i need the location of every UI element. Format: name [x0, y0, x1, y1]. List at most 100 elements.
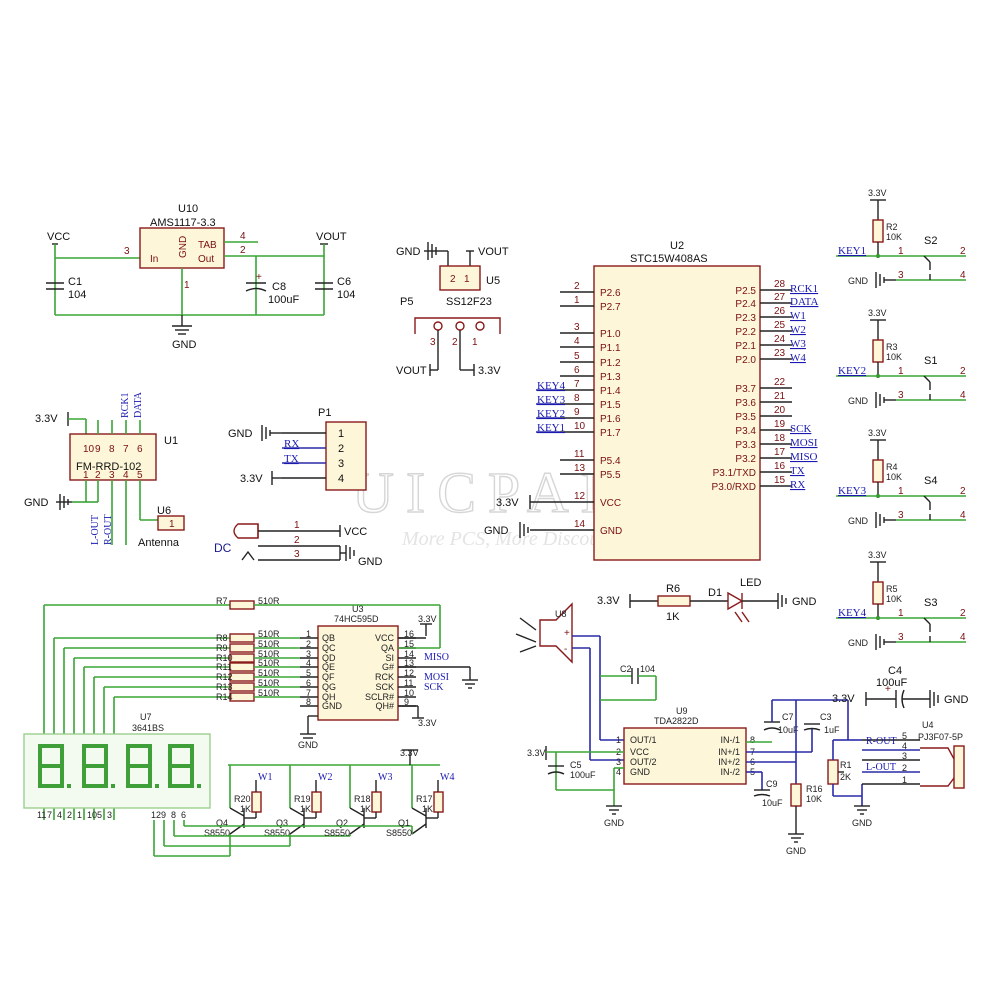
key-pin-c: 3 [898, 632, 904, 643]
u2-pin-num: 14 [574, 519, 586, 530]
r7-resistor[interactable] [229, 600, 255, 610]
segment-resistor[interactable] [229, 633, 255, 643]
segment-resistor[interactable] [229, 682, 255, 692]
p1-net-label: RX [284, 438, 299, 450]
u1-radio-module[interactable] [69, 433, 157, 481]
c6-value: 104 [337, 289, 355, 301]
digit-segment [38, 766, 42, 788]
u2-pin-name: P3.0/RXD [712, 482, 756, 493]
u5-pin1: 1 [464, 274, 470, 285]
u1-gnd-net: GND [24, 497, 49, 509]
u2-net-label: W1 [790, 310, 806, 322]
r1-potentiometer[interactable] [827, 759, 839, 785]
u2-pin-name: P2.1 [735, 341, 756, 352]
u3-pin-name: QE [322, 662, 335, 672]
u9-pin-name: GND [630, 767, 651, 777]
u9-amplifier[interactable] [623, 727, 747, 785]
u1-bottom-pin: 4 [123, 470, 129, 481]
driver-resistor-value: 1K [240, 804, 251, 814]
key-pullup-resistor [872, 339, 884, 363]
u3-shift-register[interactable] [317, 625, 399, 721]
p5-pin1: 1 [472, 337, 478, 348]
segment-resistor[interactable] [229, 672, 255, 682]
driver-transistor-ref: Q4 [216, 818, 228, 828]
u2-pin-num: 21 [774, 391, 786, 402]
segment-resistor-value: 510R [258, 649, 280, 659]
u2-pin-name: GND [600, 526, 622, 537]
c3-value: 1uF [824, 725, 840, 735]
u2-net-label: KEY4 [537, 380, 566, 392]
c8-ref: C8 [272, 281, 286, 293]
c5-value: 100uF [570, 770, 596, 780]
u3-pin-num: 12 [404, 668, 414, 678]
dc-label: DC [214, 541, 232, 555]
driver-base-resistor [433, 791, 444, 813]
u3-pin-name: G# [382, 662, 394, 672]
led-3v3-net: 3.3V [597, 595, 620, 607]
r7-ref: R7 [216, 596, 228, 606]
u2-pin-num: 28 [774, 279, 786, 290]
digit-driver-section: 3.3VW1R201KQ4S8550W2R191KQ3S8550W3R181KQ… [154, 748, 454, 857]
u10-ref: U10 [178, 203, 198, 215]
display-pin: 1 [77, 810, 82, 820]
r6-resistor[interactable] [657, 595, 691, 607]
key-resistor-ref: R4 [886, 462, 898, 472]
digit-segment [60, 744, 64, 766]
segment-resistor-ref: R10 [216, 653, 233, 663]
d1-led[interactable] [727, 591, 744, 611]
driver-transistor-part: S8550 [386, 828, 412, 838]
u3-pin-num: 16 [404, 629, 414, 639]
u2-pin-num: 12 [574, 491, 586, 502]
key-resistor-value: 10K [886, 594, 902, 604]
driver-base-resistor [311, 791, 322, 813]
u8-speaker[interactable] [539, 602, 573, 664]
segment-resistor-value: 510R [258, 629, 280, 639]
u2-mcu-body[interactable] [593, 265, 761, 561]
digit-segment [126, 744, 152, 748]
power-switch-section: GND VOUT 2 1 U5 SS12F23 P5 3 2 1 VOUT 3.… [396, 242, 509, 377]
digit-segment [190, 766, 194, 788]
u6-antenna-pad[interactable] [157, 515, 185, 531]
driver-3v3-net: 3.3V [400, 748, 419, 758]
segment-resistor-ref: R12 [216, 672, 233, 682]
u3-ref: U3 [352, 604, 364, 614]
segment-resistor[interactable] [229, 692, 255, 702]
u2-pin-name: P1.0 [600, 329, 621, 340]
key-resistor-value: 10K [886, 472, 902, 482]
u1-top-pin: 6 [137, 444, 143, 455]
p1-header[interactable] [325, 421, 367, 491]
u5-pin2: 2 [450, 274, 456, 285]
c6-ref: C6 [337, 276, 351, 288]
dc-gnd-net: GND [358, 556, 383, 568]
display-pin: 7 [47, 810, 52, 820]
u5-switch-body[interactable] [439, 265, 481, 291]
r1-ref: R1 [840, 760, 852, 770]
power-regulator-section: VCC 3 U10 AMS1117-3.3 In GND TAB Out 4 2… [46, 203, 355, 351]
c4-3v3-net: 3.3V [832, 693, 855, 705]
u2-pin-num: 1 [574, 295, 580, 306]
u3-pin-name: QH# [375, 701, 394, 711]
net-vcc-label: VCC [47, 231, 70, 243]
u2-pin-name: P2.7 [600, 302, 621, 313]
u2-pin-name: P1.3 [600, 372, 621, 383]
u1-top-pin: 8 [109, 444, 115, 455]
u1-top-pin: 9 [95, 444, 101, 455]
u10-pin3-num: 3 [124, 246, 130, 257]
dc-pin1: 1 [294, 520, 300, 531]
u3-net-miso: MISO [424, 652, 449, 663]
digit-segment [126, 744, 130, 766]
segment-resistor[interactable] [229, 662, 255, 672]
segment-resistor[interactable] [229, 653, 255, 663]
r16-resistor[interactable] [790, 783, 802, 807]
digit-dp [197, 784, 201, 788]
segment-resistor[interactable] [229, 643, 255, 653]
